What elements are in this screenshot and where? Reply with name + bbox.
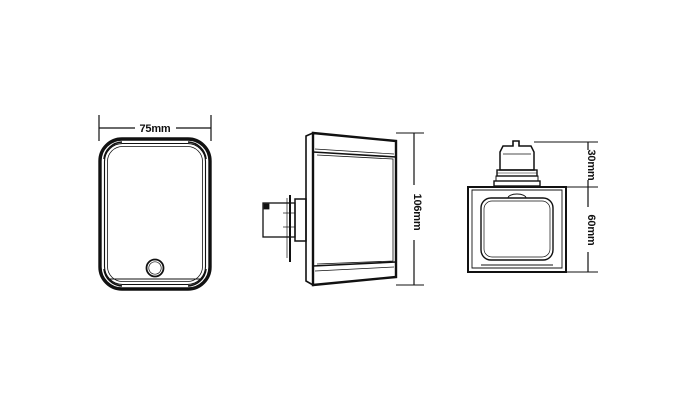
side-bottom-band-highlight	[314, 266, 395, 272]
topview-dimension-label-30: 30mm	[585, 150, 597, 181]
front-outer-shell	[98, 137, 212, 291]
front-corner-bevel-bottom-left	[103, 268, 123, 287]
front-inner-face-edge	[103, 142, 207, 286]
side-top-band	[312, 151, 397, 158]
topview-notch-detail	[507, 193, 527, 199]
topview-housing-inner-edge	[471, 189, 563, 269]
side-dimension-label: 106mm	[411, 194, 423, 231]
front-corner-bevel-top-right	[187, 141, 207, 160]
front-dimension-label: 75mm	[140, 123, 171, 135]
topview-recessed-face-inner	[483, 200, 551, 258]
top-view: 30mm 60mm	[467, 140, 598, 273]
side-bracket-collar	[294, 198, 307, 242]
front-corner-bevel-bottom-right	[187, 268, 207, 287]
side-bracket-tab	[263, 203, 270, 210]
topview-recessed-face	[480, 197, 554, 261]
front-bezel-line	[107, 146, 203, 282]
side-inner-panel	[316, 154, 394, 265]
front-corner-bevel-top-left	[103, 141, 123, 160]
side-bottom-band	[312, 261, 397, 267]
side-top-band-highlight	[314, 148, 395, 155]
front-indicator-circle	[145, 258, 165, 278]
topview-dimension-label-60: 60mm	[585, 215, 597, 246]
side-view: 106mm	[262, 131, 424, 287]
front-view: 75mm	[98, 115, 212, 291]
front-indicator-inner-circle	[148, 261, 162, 275]
